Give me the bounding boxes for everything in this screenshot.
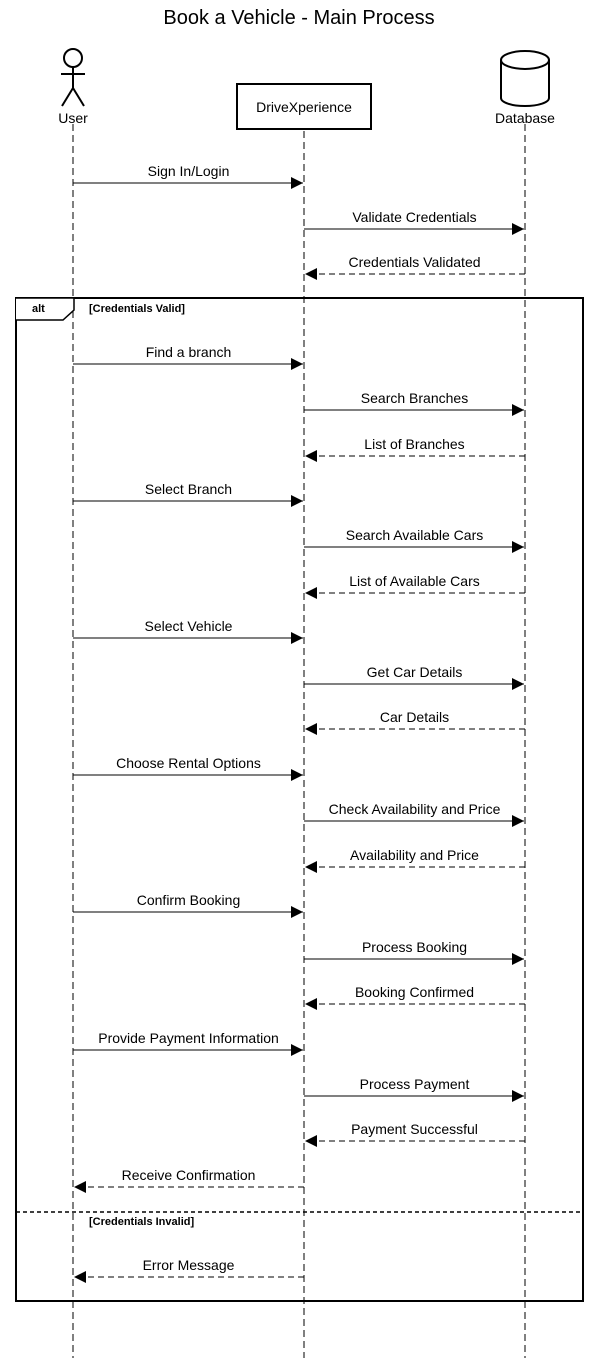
message-19: Provide Payment Information (73, 1030, 303, 1056)
message-1: Sign In/Login (73, 163, 303, 189)
message-11: Get Car Details (304, 664, 524, 690)
message-label: Payment Successful (351, 1121, 478, 1137)
message-22: Receive Confirmation (74, 1167, 304, 1193)
diagram-title: Book a Vehicle - Main Process (163, 7, 434, 29)
message-12: Car Details (305, 709, 525, 735)
participant-drivexperience-box (236, 83, 372, 130)
message-10: Select Vehicle (73, 618, 303, 644)
message-label: Receive Confirmation (122, 1167, 256, 1183)
message-label: Find a branch (146, 344, 232, 360)
user-actor-icon (61, 48, 85, 107)
message-16: Confirm Booking (73, 892, 303, 918)
message-label: Search Branches (361, 390, 468, 406)
guard-credentials-invalid: [Credentials Invalid] (89, 1216, 194, 1228)
participant-drivexperience-label: DriveXperience (256, 99, 352, 115)
message-label: Search Available Cars (346, 527, 483, 543)
message-18: Booking Confirmed (305, 984, 525, 1010)
message-label: Error Message (143, 1257, 235, 1273)
message-label: Choose Rental Options (116, 755, 261, 771)
message-label: Check Availability and Price (329, 801, 501, 817)
message-15: Availability and Price (305, 847, 525, 873)
message-label: Process Booking (362, 939, 467, 955)
message-6: List of Branches (305, 436, 525, 462)
message-label: Provide Payment Information (98, 1030, 279, 1046)
message-label: Get Car Details (367, 664, 463, 680)
message-5: Search Branches (304, 390, 524, 416)
message-3: Credentials Validated (305, 254, 525, 280)
message-label: Sign In/Login (148, 163, 230, 179)
message-8: Search Available Cars (304, 527, 524, 553)
message-7: Select Branch (73, 481, 303, 507)
message-21: Payment Successful (305, 1121, 525, 1147)
alt-operator-tab (16, 297, 75, 321)
database-icon (500, 50, 550, 107)
participant-database-label: Database (495, 110, 555, 126)
message-14: Check Availability and Price (304, 801, 524, 827)
message-label: List of Available Cars (349, 573, 479, 589)
message-20: Process Payment (304, 1076, 524, 1102)
alt-operator-label: alt (32, 303, 45, 315)
message-2: Validate Credentials (304, 209, 524, 235)
message-23: Error Message (74, 1257, 304, 1283)
message-label: Availability and Price (350, 847, 479, 863)
message-label: Select Vehicle (145, 618, 233, 634)
message-label: Booking Confirmed (355, 984, 474, 1000)
message-label: Select Branch (145, 481, 232, 497)
message-13: Choose Rental Options (73, 755, 303, 781)
message-17: Process Booking (304, 939, 524, 965)
message-label: List of Branches (364, 436, 464, 452)
message-label: Credentials Validated (348, 254, 480, 270)
message-4: Find a branch (73, 344, 303, 370)
guard-credentials-valid: [Credentials Valid] (89, 303, 185, 315)
alt-fragment-frame (15, 297, 584, 1302)
message-label: Confirm Booking (137, 892, 241, 908)
participant-user-label: User (58, 110, 88, 126)
message-label: Car Details (380, 709, 449, 725)
message-label: Process Payment (360, 1076, 470, 1092)
message-label: Validate Credentials (352, 209, 476, 225)
message-9: List of Available Cars (305, 573, 525, 599)
